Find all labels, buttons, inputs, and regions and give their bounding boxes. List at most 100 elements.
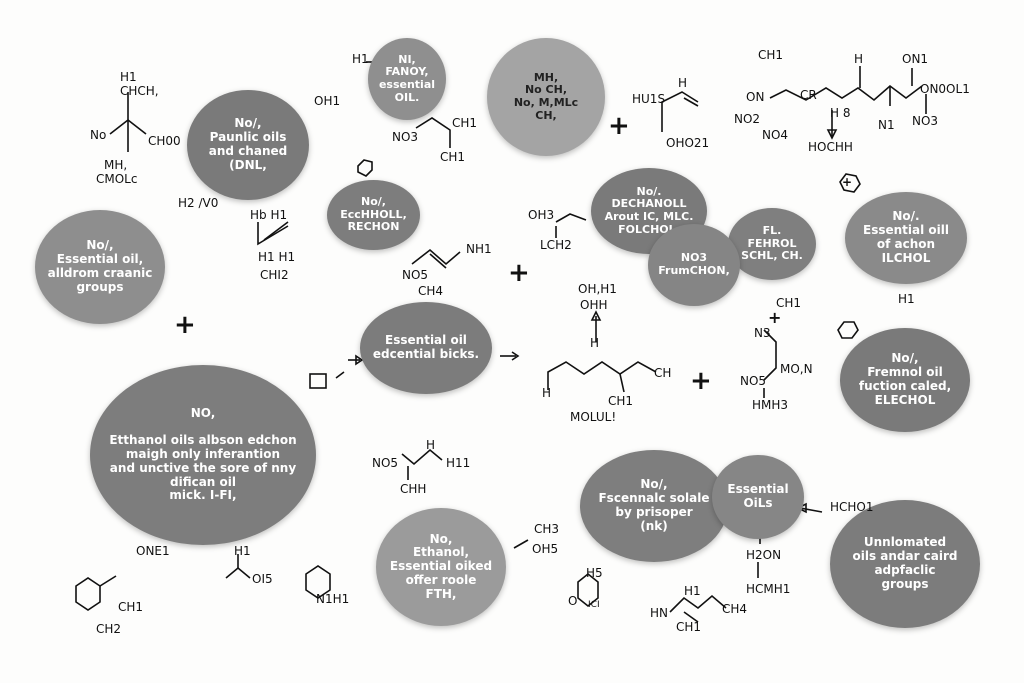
label-h2v0: H2 ∕V0: [178, 196, 219, 210]
bubble-frumchon: NO3 FrumCHON,: [648, 224, 740, 306]
label-one1: ONE1: [136, 544, 170, 558]
bubble-text: Essential oil edcential bicks.: [372, 333, 480, 361]
label-h1-bm: H1: [684, 584, 701, 598]
bubble-acho-ilchol: No/. Essential oill of achon ILCHOL: [845, 192, 967, 284]
plus-sign: +: [608, 111, 630, 141]
bubble-essential-oil-left: No/, Essential oil, alldrom craanic grou…: [35, 210, 165, 324]
label-chh: CHH: [400, 482, 427, 496]
label-h1-right: H1: [898, 292, 915, 306]
label-ch3-bm: CH3: [534, 522, 560, 536]
label-ch2-bl: CH2: [96, 622, 122, 636]
bubble-text: NI, FANOY, essential OIL.: [378, 52, 436, 104]
label-n1h1: N1H1: [316, 592, 350, 606]
label-no2: NO2: [734, 112, 761, 126]
label-h-8: H 8: [830, 106, 851, 120]
label-h-mid: H: [590, 336, 600, 350]
label-h11: H11: [446, 456, 471, 470]
label-ci: ICI: [588, 600, 600, 610]
plus-sign: +: [174, 310, 196, 340]
label-hcho1: HCHO1: [830, 500, 874, 514]
label-lch2: LCH2: [540, 238, 572, 252]
bubble-text: No/, EccHHOLL, RECHON: [340, 195, 407, 234]
label-ch1-bm: CH1: [676, 620, 702, 634]
label-molul: MOLUL!: [570, 410, 617, 424]
label-h-left-chain: H: [542, 386, 552, 400]
label-nh1: NH1: [466, 242, 492, 256]
label-ch1-bl: CH1: [118, 600, 144, 614]
label-ch-chain: CH: [654, 366, 672, 380]
plus-sign: +: [842, 175, 853, 189]
label-hochh: HOCHH: [808, 140, 853, 154]
label-ch1-a: CH1: [452, 116, 478, 130]
bubble-text: NO3 FrumCHON,: [658, 251, 730, 277]
bubble-text: No, Ethanol, Essential oiked offer roole…: [389, 531, 493, 601]
bubble-text: FL. FEHROL SCHL, CH.: [741, 224, 803, 263]
label-no4: NO4: [762, 128, 789, 142]
bubble-text: No/, Essential oil, alldrom craanic grou…: [47, 238, 153, 294]
plus-sign: +: [508, 258, 530, 288]
bubble-ethanol-bottom: No, Ethanol, Essential oiked offer roole…: [376, 508, 506, 626]
plus-sign: +: [768, 308, 782, 327]
bubble-fanoy-oil: NI, FANOY, essential OIL.: [368, 38, 446, 120]
label-hcmh1: HCMH1: [746, 582, 791, 596]
label-h-top: H: [678, 76, 688, 90]
bubble-text: No/, Fremnol oil fuction caled, ELECHOL: [858, 351, 952, 407]
bubble-text: Essential OiLs: [727, 482, 789, 510]
bubble-fscennalc: No/, Fscennalc solale by prisoper (nk): [580, 450, 728, 562]
bubble-mh-top: MH, No CH, No, M,MLc CH,: [487, 38, 605, 156]
label-h-chain: H: [854, 52, 864, 66]
label-n3: N3: [754, 326, 771, 340]
bubble-paunlic-oils: No/, Paunlic oils and chaned (DNL,: [187, 90, 309, 200]
label-mo-n: MO,N: [780, 362, 813, 376]
bubble-fl-fehrol: FL. FEHROL SCHL, CH.: [728, 208, 816, 280]
label-n1: N1: [878, 118, 895, 132]
label-mh: MH,: [104, 158, 128, 172]
label-ch1-chain: CH1: [608, 394, 634, 408]
label-h1-h1: H1 H1: [258, 250, 296, 264]
bubble-essential-oils-small: Essential OiLs: [712, 455, 804, 539]
label-cr: CR: [800, 88, 817, 102]
bubble-text: MH, No CH, No, M,MLc CH,: [513, 70, 579, 122]
label-no-left: No: [90, 128, 107, 142]
bubble-edcential-bicks: Essential oil edcential bicks.: [360, 302, 492, 394]
label-ohh1: OH,H1: [578, 282, 617, 296]
label-oh3: OH3: [528, 208, 555, 222]
label-on-chain-2: ON: [746, 90, 765, 104]
label-hmh3: HMH3: [752, 398, 789, 412]
label-chch: CHCH,: [120, 84, 159, 98]
label-ch4-bm: CH4: [722, 602, 748, 616]
plus-sign: +: [690, 366, 712, 396]
label-no3-chain: NO3: [912, 114, 939, 128]
bubble-unnlomated: Unnlomated oils andar caird adpfaclic gr…: [830, 500, 980, 628]
label-chi2: CHI2: [260, 268, 289, 282]
label-ohh: OHH: [580, 298, 608, 312]
label-h-fanoy: H1: [352, 52, 369, 66]
label-o-ring: O: [568, 594, 578, 608]
label-oh5: OH5: [532, 542, 559, 556]
bubble-fremnol: No/, Fremnol oil fuction caled, ELECHOL: [840, 328, 970, 432]
bubble-ethanol-large: NO, Etthanol oils albson edchon maigh on…: [90, 365, 316, 545]
label-ch4: CH4: [418, 284, 444, 298]
label-on-chain: ON1: [902, 52, 929, 66]
bubble-text: Unnlomated oils andar caird adpfaclic gr…: [852, 535, 958, 591]
label-no5-mid: NO5: [372, 456, 399, 470]
bubble-text: No/, Paunlic oils and chaned (DNL,: [208, 116, 288, 172]
label-ch00: CH00: [148, 134, 181, 148]
bubble-text: NO, Etthanol oils albson edchon maigh on…: [109, 405, 297, 503]
label-ch1-right: CH1: [776, 296, 802, 310]
label-no5: NO5: [402, 268, 429, 282]
label-ch1-top: CH1: [758, 48, 784, 62]
label-cmolc: CMOLc: [96, 172, 138, 186]
label-oi5: OI5: [252, 572, 273, 586]
label-h2on: H2ON: [746, 548, 782, 562]
label-hn: HN: [650, 606, 668, 620]
label-h1-bl: H1: [234, 544, 251, 558]
bubble-text: No/. Essential oill of achon ILCHOL: [863, 209, 949, 265]
label-no3-a: NO3: [392, 130, 419, 144]
label-oho21: OHO21: [666, 136, 710, 150]
label-hu: HU1S: [632, 92, 666, 106]
bubble-ecchholl: No/, EccHHOLL, RECHON: [327, 180, 420, 250]
label-ch1-b: CH1: [440, 150, 466, 164]
